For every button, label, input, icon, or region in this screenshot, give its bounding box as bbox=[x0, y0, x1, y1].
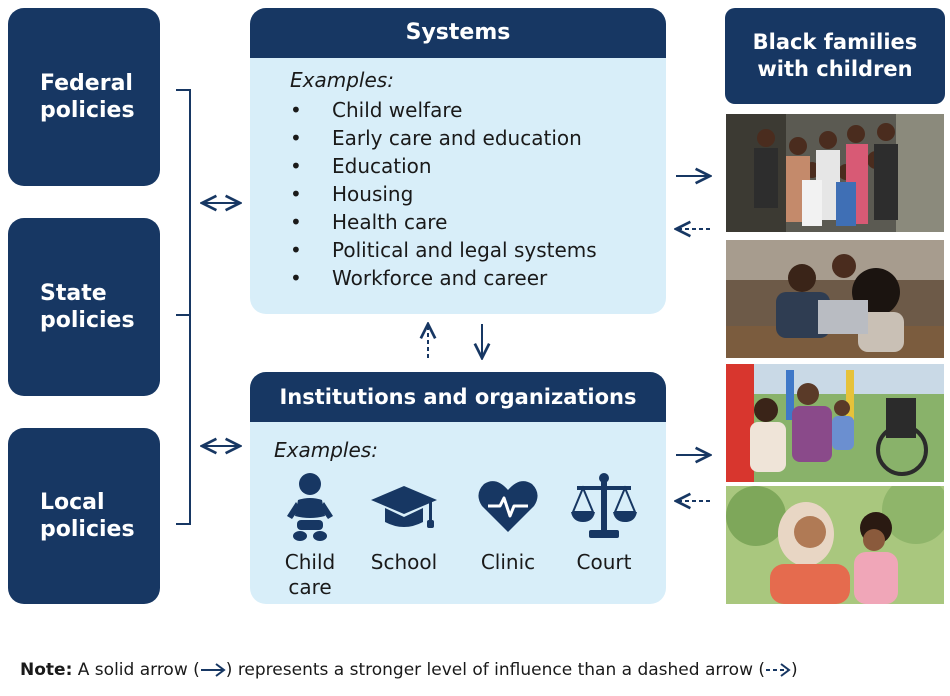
family-photo-playground bbox=[726, 364, 944, 482]
child-care-label-line1: Child bbox=[284, 550, 336, 574]
state-policies-box: State policies bbox=[8, 218, 160, 396]
federal-policies-box: Federal policies bbox=[8, 8, 160, 186]
federal-policies-label-2: policies bbox=[40, 98, 135, 123]
court-item: Court bbox=[558, 472, 650, 575]
solid-arrow-icon bbox=[200, 663, 226, 677]
institutions-examples-label: Examples: bbox=[274, 438, 378, 462]
families-header-line1: Black families bbox=[752, 30, 918, 54]
dashed-arrow-icon bbox=[766, 663, 791, 677]
child-care-label: Child care bbox=[264, 550, 356, 600]
systems-list-item: Health care bbox=[250, 208, 666, 236]
families-header-line2: with children bbox=[757, 57, 913, 81]
systems-list-item: Early care and education bbox=[250, 124, 666, 152]
systems-list-item: Housing bbox=[250, 180, 666, 208]
graduation-cap-icon bbox=[371, 486, 437, 528]
families-header: Black families with children bbox=[725, 8, 945, 104]
local-policies-label-2: policies bbox=[40, 517, 135, 542]
clinic-item: Clinic bbox=[462, 472, 554, 575]
systems-list-item: Workforce and career bbox=[250, 264, 666, 292]
local-policies-box: Local policies bbox=[8, 428, 160, 604]
family-photo-mother-child bbox=[726, 486, 944, 604]
systems-list-item: Political and legal systems bbox=[250, 236, 666, 264]
court-label: Court bbox=[576, 550, 632, 574]
baby-icon bbox=[287, 473, 333, 541]
school-item: School bbox=[358, 472, 450, 575]
family-photo-homework bbox=[726, 240, 944, 358]
heart-pulse-icon bbox=[478, 481, 538, 532]
systems-examples-label: Examples: bbox=[290, 68, 394, 92]
systems-title: Systems bbox=[250, 8, 666, 58]
note-text-a: A solid arrow ( bbox=[72, 660, 200, 680]
note-label: Note: bbox=[20, 660, 73, 680]
policy-bracket bbox=[176, 89, 191, 525]
systems-list-item: Education bbox=[250, 152, 666, 180]
family-photo-group bbox=[726, 114, 944, 232]
state-policies-label-2: policies bbox=[40, 308, 135, 333]
systems-list: Child welfare Early care and education E… bbox=[250, 96, 666, 292]
scales-of-justice-icon bbox=[571, 473, 637, 538]
note-footer: Note: A solid arrow ( ) represents a stro… bbox=[20, 660, 798, 680]
federal-policies-label-1: Federal bbox=[40, 71, 133, 96]
state-policies-label-1: State bbox=[40, 281, 107, 306]
child-care-item: Child care bbox=[264, 472, 356, 600]
clinic-label: Clinic bbox=[480, 550, 536, 574]
systems-panel: Systems Examples: Child welfare Early ca… bbox=[250, 8, 666, 314]
institutions-panel: Institutions and organizations Examples:… bbox=[250, 372, 666, 604]
note-text-b: ) represents a stronger level of influen… bbox=[225, 660, 766, 680]
note-text-c: ) bbox=[791, 660, 798, 680]
child-care-label-line2: care bbox=[288, 575, 332, 599]
local-policies-label-1: Local bbox=[40, 490, 105, 515]
institutions-title: Institutions and organizations bbox=[250, 372, 666, 422]
systems-list-item: Child welfare bbox=[250, 96, 666, 124]
school-label: School bbox=[370, 550, 438, 574]
